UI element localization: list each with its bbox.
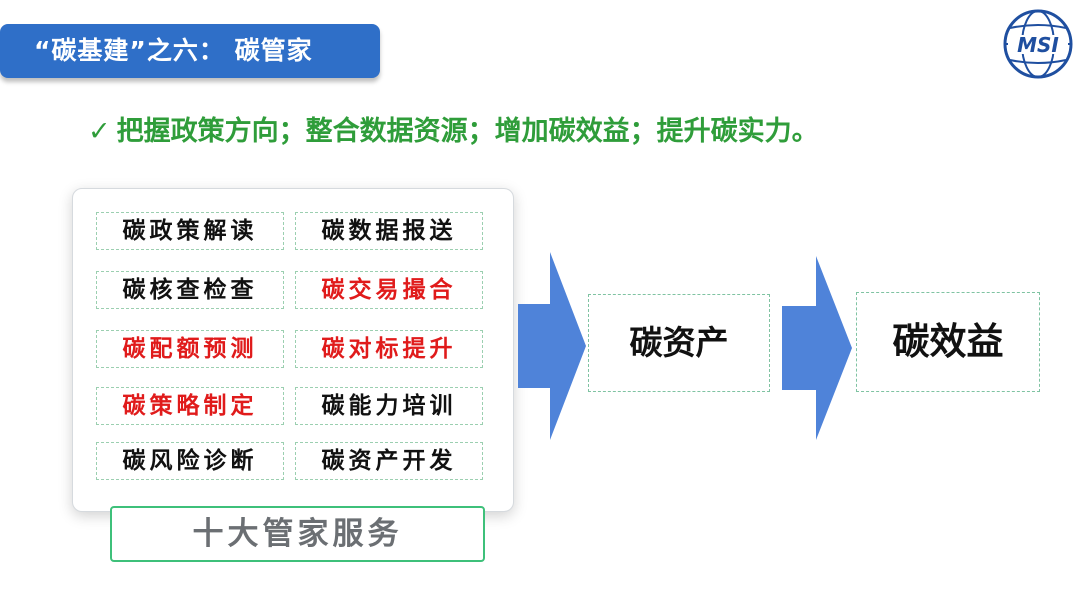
- service-item-highlight: 碳对标提升: [295, 330, 483, 368]
- service-item-highlight: 碳交易撮合: [295, 271, 483, 309]
- panel-label: 十大管家服务: [110, 506, 485, 562]
- service-item-highlight: 碳策略制定: [96, 387, 284, 425]
- page-title: “碳基建”之六： 碳管家: [0, 24, 380, 78]
- service-item: 碳风险诊断: [96, 442, 284, 480]
- service-item: 碳政策解读: [96, 212, 284, 250]
- carbon-asset-box: 碳资产: [588, 294, 770, 392]
- service-item-highlight: 碳配额预测: [96, 330, 284, 368]
- carbon-benefit-box: 碳效益: [856, 292, 1040, 392]
- tagline: ✓把握政策方向；整合数据资源；增加碳效益；提升碳实力。: [88, 112, 819, 152]
- right-arrow-icon: [782, 256, 852, 440]
- service-item: 碳能力培训: [295, 387, 483, 425]
- right-arrow-icon: [518, 252, 586, 440]
- service-item: 碳核查检查: [96, 271, 284, 309]
- service-item: 碳数据报送: [295, 212, 483, 250]
- logo-text: MSI: [1017, 33, 1059, 57]
- msi-logo: MSI: [1003, 9, 1073, 79]
- tagline-text: 把握政策方向；整合数据资源；增加碳效益；提升碳实力。: [116, 116, 819, 147]
- service-item: 碳资产开发: [295, 442, 483, 480]
- checkmark-icon: ✓: [88, 116, 111, 147]
